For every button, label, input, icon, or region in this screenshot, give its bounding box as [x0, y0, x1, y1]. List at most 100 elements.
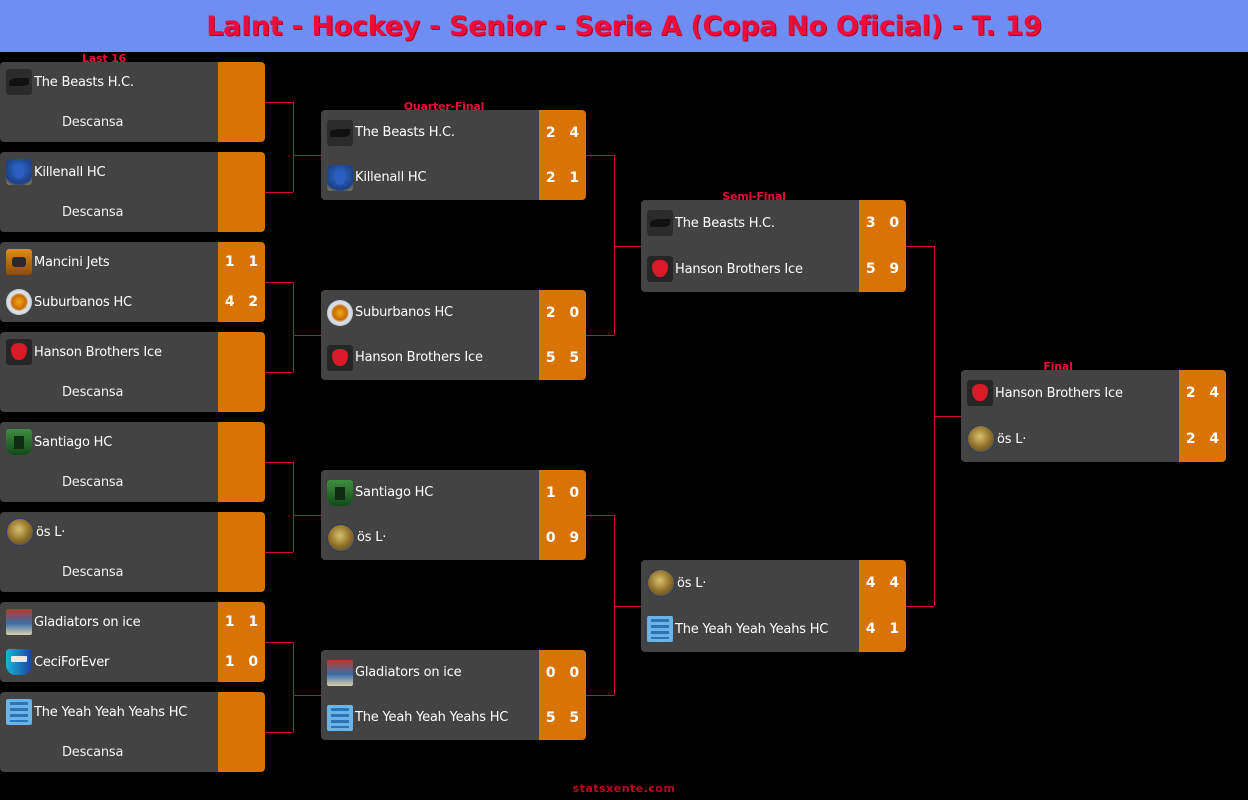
team-row[interactable]: Hanson Brothers Ice	[321, 335, 586, 380]
team-name: Gladiators on ice	[355, 665, 462, 680]
gladiators-logo	[6, 609, 32, 635]
team-row[interactable]: Descansa	[0, 462, 265, 502]
team-row[interactable]: Descansa	[0, 732, 265, 772]
team-row[interactable]: The Yeah Yeah Yeahs HC	[0, 692, 265, 732]
yeah-logo	[647, 616, 673, 642]
score-cell	[218, 692, 265, 732]
team-row[interactable]: The Yeah Yeah Yeahs HC	[641, 606, 906, 652]
team-row[interactable]: Descansa	[0, 552, 265, 592]
score-value: 5	[865, 261, 876, 277]
score-band	[859, 560, 906, 652]
score-band	[218, 692, 265, 772]
team-row[interactable]: Santiago HC	[321, 470, 586, 515]
connector-horizontal	[586, 335, 614, 336]
team-row[interactable]: Santiago HC	[0, 422, 265, 462]
killenall-logo	[327, 164, 353, 191]
team-name: Hanson Brothers Ice	[355, 350, 483, 365]
team-row[interactable]: Gladiators on ice	[321, 650, 586, 695]
score-value: 0	[889, 215, 900, 231]
team-name: The Beasts H.C.	[355, 125, 455, 140]
hanson-brothers-logo	[647, 256, 673, 282]
team-row[interactable]: Descansa	[0, 192, 265, 232]
team-row[interactable]: Killenall HC	[321, 155, 586, 200]
connector-horizontal	[265, 642, 293, 643]
team-name: The Beasts H.C.	[675, 215, 775, 231]
connector-vertical	[933, 246, 935, 606]
team-row[interactable]: Suburbanos HC	[321, 290, 586, 335]
score-value: 1	[224, 654, 235, 670]
team-row[interactable]: Suburbanos HC	[0, 282, 265, 322]
team-row[interactable]: Hanson Brothers Ice	[0, 332, 265, 372]
match-card[interactable]: ös L·Descansa	[0, 512, 265, 592]
team-name: The Yeah Yeah Yeahs HC	[675, 621, 829, 637]
team-row[interactable]: The Beasts H.C.	[0, 62, 265, 102]
team-row[interactable]: The Beasts H.C.	[641, 200, 906, 246]
score-band	[859, 200, 906, 292]
score-cell	[218, 732, 265, 772]
score-cell	[218, 332, 265, 372]
team-row[interactable]: ös L·	[321, 515, 586, 560]
score-value: 2	[248, 294, 259, 310]
score-band	[218, 62, 265, 142]
score-band	[539, 650, 586, 740]
team-row[interactable]: The Beasts H.C.	[321, 110, 586, 155]
score-cell	[218, 462, 265, 502]
score-band	[218, 242, 265, 322]
team-row[interactable]: Descansa	[0, 102, 265, 142]
team-row[interactable]: The Yeah Yeah Yeahs HC	[321, 695, 586, 740]
mancini-jets-logo	[6, 249, 32, 275]
score-value: 5	[545, 709, 556, 726]
team-row[interactable]: Descansa	[0, 372, 265, 412]
score-value: 4	[224, 294, 235, 310]
score-value: 1	[545, 484, 556, 501]
match-card[interactable]: The Beasts H.C.Descansa	[0, 62, 265, 142]
score-value: 0	[569, 664, 580, 681]
team-row[interactable]: Hanson Brothers Ice	[641, 246, 906, 292]
match-card[interactable]: Santiago HC Descansa	[0, 422, 265, 502]
connector-horizontal	[265, 282, 293, 283]
hanson-brothers-logo	[327, 344, 353, 371]
team-row[interactable]: ös L·	[641, 560, 906, 606]
team-name: Descansa	[62, 474, 124, 490]
team-row[interactable]: Gladiators on ice	[0, 602, 265, 642]
team-logo-placeholder	[6, 109, 32, 135]
stage-label-final: Final	[1043, 360, 1073, 373]
team-row[interactable]: Hanson Brothers Ice	[961, 370, 1226, 416]
score-value: 2	[545, 124, 556, 141]
team-row[interactable]: ös L·	[961, 416, 1226, 462]
hanson-brothers-logo	[6, 339, 32, 365]
score-band	[218, 602, 265, 682]
gladiators-logo	[327, 659, 353, 686]
score-value: 4	[889, 575, 900, 591]
score-band	[218, 422, 265, 502]
team-row[interactable]: ös L·	[0, 512, 265, 552]
team-row[interactable]: CeciForEver	[0, 642, 265, 682]
score-cell	[218, 192, 265, 232]
team-name: Santiago HC	[355, 485, 434, 500]
team-row[interactable]: Mancini Jets	[0, 242, 265, 282]
score-cell	[218, 552, 265, 592]
os-logo	[6, 518, 34, 546]
team-row[interactable]: Killenall HC	[0, 152, 265, 192]
score-value: 1	[248, 254, 259, 270]
